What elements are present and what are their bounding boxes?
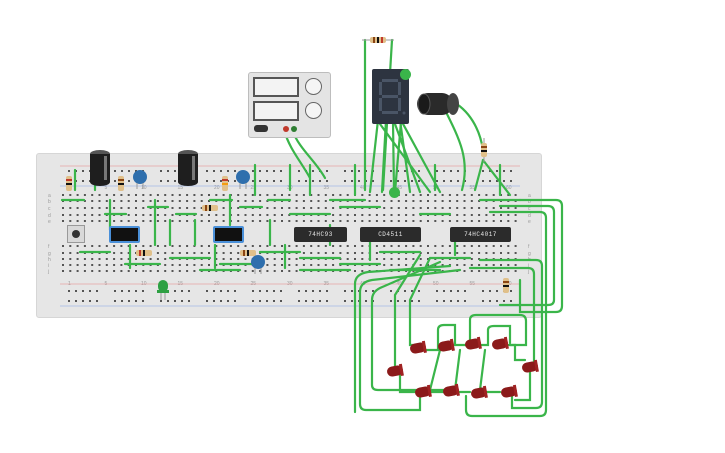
column-number: 45 <box>397 185 403 191</box>
resistor-horizontal-1 <box>202 205 218 211</box>
row-letter: a <box>48 193 51 199</box>
row-letter: f <box>48 244 50 250</box>
row-letter: d <box>528 213 531 219</box>
seven-segment-display[interactable] <box>372 69 409 124</box>
ceramic-capacitor-3[interactable] <box>250 254 266 274</box>
psu-power-switch[interactable] <box>254 125 268 132</box>
electrolytic-capacitor-2[interactable] <box>176 148 200 188</box>
chip-cd4511[interactable]: CD4511 <box>360 227 421 242</box>
row-letter: e <box>48 219 51 225</box>
resistor-top <box>362 37 394 43</box>
red-led[interactable] <box>442 383 460 399</box>
psu-current-display <box>253 101 299 121</box>
column-number: 25 <box>251 185 257 191</box>
red-led[interactable] <box>414 384 432 400</box>
green-led[interactable] <box>156 278 170 300</box>
red-led[interactable] <box>437 338 455 354</box>
red-led[interactable] <box>500 384 518 400</box>
red-led[interactable] <box>409 340 427 356</box>
resistor-horizontal-2 <box>136 250 152 256</box>
psu-current-knob[interactable] <box>305 102 322 119</box>
column-number: 60 <box>506 185 512 191</box>
column-number: 40 <box>360 185 366 191</box>
row-letter: i <box>48 263 49 269</box>
junction-node[interactable] <box>389 187 400 198</box>
electrolytic-capacitor-1[interactable] <box>88 148 112 188</box>
column-number: 15 <box>178 185 184 191</box>
row-letter: e <box>528 219 531 225</box>
resistor-horizontal-3 <box>240 250 256 256</box>
psu-terminal-positive[interactable] <box>283 126 289 132</box>
resistor-right-vertical <box>503 278 509 293</box>
timer-chip-1[interactable] <box>109 226 140 243</box>
red-led[interactable] <box>386 363 404 379</box>
resistor-mid <box>222 176 228 191</box>
row-letter: i <box>528 263 529 269</box>
psu-terminal-negative[interactable] <box>291 126 297 132</box>
row-letter: h <box>48 257 51 263</box>
display-common-pin[interactable] <box>400 69 411 80</box>
row-letter: g <box>528 251 531 257</box>
chip-74hc93[interactable]: 74HC93 <box>294 227 347 242</box>
resistor-left-1 <box>66 176 72 191</box>
timer-chip-2[interactable] <box>213 226 244 243</box>
psu-voltage-display <box>253 77 299 97</box>
column-number: 10 <box>141 185 147 191</box>
ceramic-capacitor-2[interactable] <box>235 169 251 189</box>
resistor-left-2 <box>118 176 124 191</box>
row-letter: j <box>527 269 529 275</box>
column-number: 5 <box>105 185 108 191</box>
row-letter: c <box>528 206 531 212</box>
row-letter: g <box>48 251 51 257</box>
ceramic-capacitor-1[interactable] <box>132 169 148 189</box>
push-button[interactable] <box>67 225 85 243</box>
row-letter: j <box>47 269 49 275</box>
seven-segment-digit-icon <box>379 79 406 115</box>
column-number: 35 <box>324 185 330 191</box>
row-letter: c <box>48 206 51 212</box>
chip-74hc4017[interactable]: 74HC4017 <box>450 227 511 242</box>
row-letter: b <box>528 199 531 205</box>
row-letter: b <box>48 199 51 205</box>
column-number: 20 <box>214 185 220 191</box>
red-led[interactable] <box>521 359 539 375</box>
row-letter: a <box>528 193 531 199</box>
buzzer[interactable] <box>415 89 465 119</box>
row-letter: f <box>528 244 530 250</box>
red-led[interactable] <box>470 385 488 401</box>
power-supply[interactable] <box>248 72 331 138</box>
red-led[interactable] <box>491 336 509 352</box>
row-letter: d <box>48 213 51 219</box>
red-led[interactable] <box>464 336 482 352</box>
psu-voltage-knob[interactable] <box>305 78 322 95</box>
column-number: 55 <box>470 185 476 191</box>
resistor-buzzer <box>481 138 487 162</box>
